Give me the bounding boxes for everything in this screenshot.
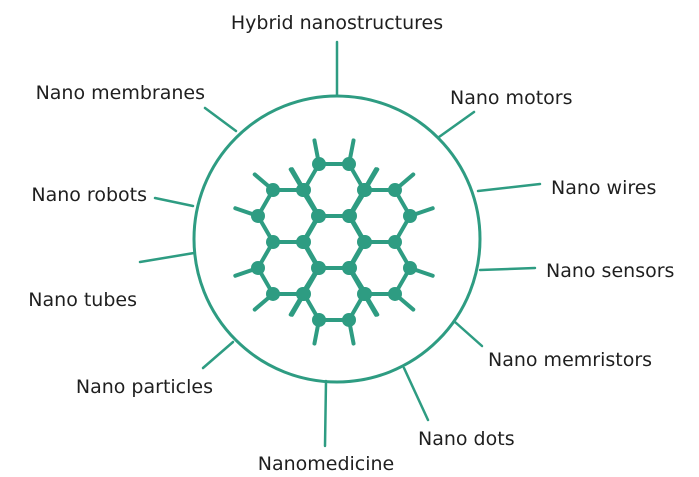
lattice-atom (403, 209, 417, 223)
lattice-atom (251, 261, 265, 275)
lattice-atom (297, 183, 311, 197)
spoke-line (323, 379, 328, 448)
spoke-line (201, 340, 235, 370)
lattice-atom (388, 183, 402, 198)
lattice-atom (342, 157, 356, 172)
spoke-line (437, 110, 476, 139)
label-nano-memristors: Nano memristors (488, 349, 652, 371)
lattice-atom (388, 235, 402, 250)
spoke-line (153, 196, 195, 208)
lattice-atom (358, 183, 372, 198)
lattice-atom (297, 287, 311, 301)
lattice-atom (343, 209, 357, 223)
label-nano-membranes: Nano membranes (36, 82, 205, 104)
lattice-atom (342, 312, 356, 327)
spoke-line (203, 106, 238, 133)
lattice-atom (343, 261, 357, 275)
label-nano-robots: Nano robots (31, 184, 147, 206)
label-nano-wires: Nano wires (551, 177, 656, 199)
label-nano-sensors: Nano sensors (546, 260, 674, 282)
spoke-line (478, 266, 537, 272)
lattice-atom (388, 286, 402, 301)
lattice-atom (357, 287, 371, 301)
lattice-atom (403, 261, 417, 275)
lattice-atom (266, 183, 280, 198)
spoke-line (138, 251, 196, 264)
lattice-atom (266, 286, 280, 301)
lattice-atom (297, 235, 311, 249)
spoke-line (453, 320, 484, 348)
label-hybrid-nanostructures: Hybrid nanostructures (231, 12, 443, 34)
spoke-line (476, 182, 542, 193)
graphene-hexagon-lattice-icon (233, 138, 435, 346)
lattice-atom (251, 209, 265, 223)
label-nanomedicine: Nanomedicine (258, 453, 395, 475)
label-nano-particles: Nano particles (76, 376, 213, 398)
label-nano-tubes: Nano tubes (28, 289, 137, 311)
spokes (138, 40, 542, 448)
spoke-line (402, 366, 430, 422)
lattice-atom (312, 209, 326, 224)
label-nano-dots: Nano dots (418, 428, 515, 450)
label-nano-motors: Nano motors (450, 87, 572, 109)
lattice-atom (312, 261, 326, 276)
hub-circle (192, 94, 482, 384)
lattice-atom (266, 235, 280, 250)
lattice-atom (312, 157, 326, 172)
lattice-atom (312, 312, 326, 327)
lattice-atom (357, 235, 371, 249)
